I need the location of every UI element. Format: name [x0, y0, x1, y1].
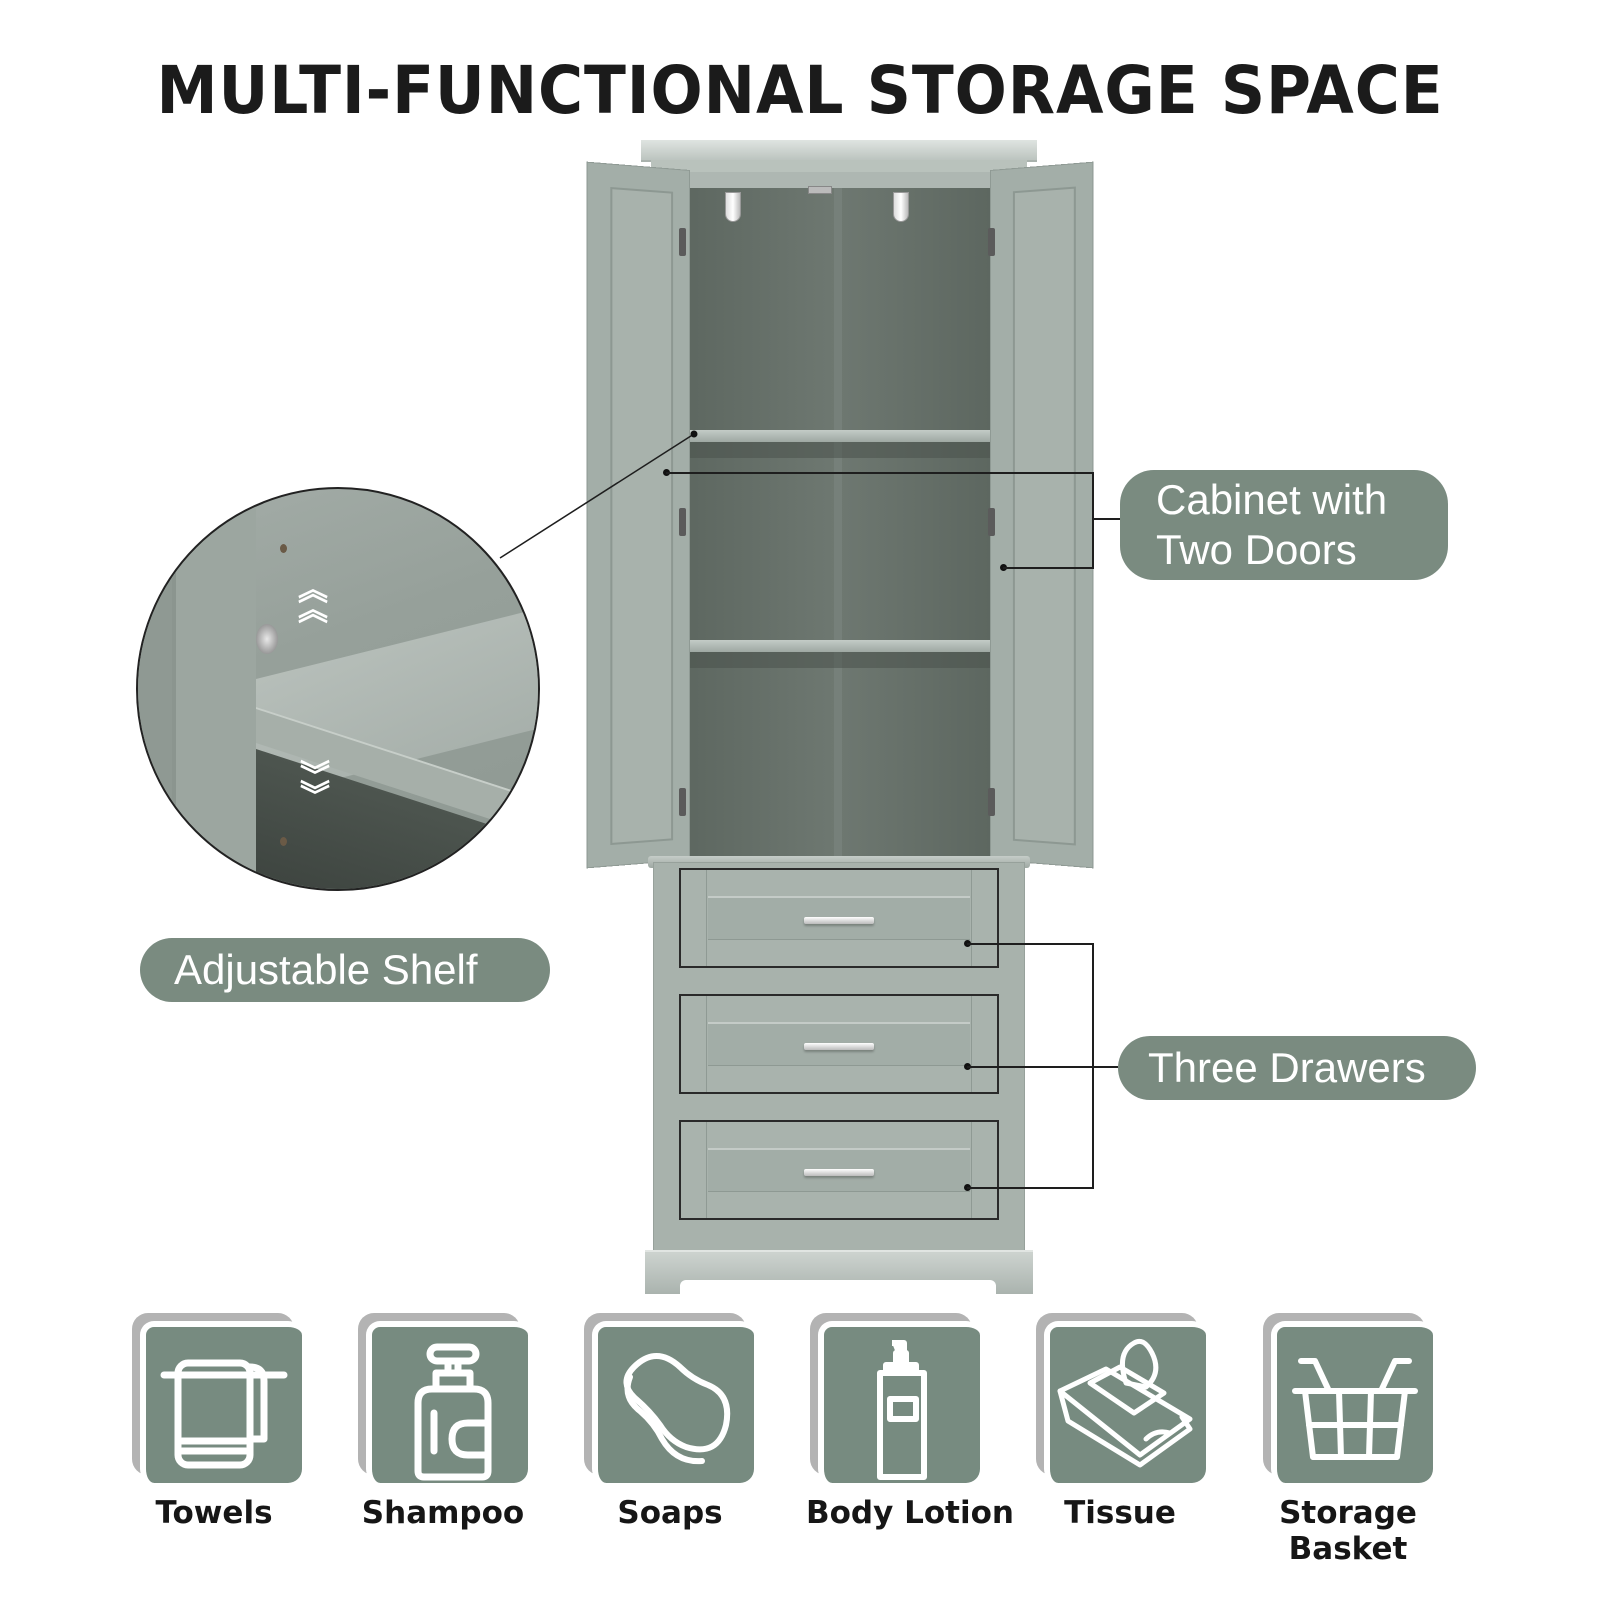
use-label-towels: Towels: [155, 1495, 273, 1531]
use-card-shampoo: [358, 1313, 528, 1483]
callout-line: [967, 1187, 1094, 1189]
tissue-pack-icon: [1057, 1338, 1193, 1468]
hinge-icon: [988, 788, 995, 816]
upper-shelf: [684, 430, 990, 442]
callout-drawers-label: Three Drawers: [1148, 1044, 1426, 1091]
drawer-3: [679, 1120, 999, 1220]
hanging-bracket-icon: [725, 192, 741, 222]
use-label-soaps: Soaps: [617, 1495, 723, 1531]
towel-icon: [160, 1359, 288, 1469]
door-latch: [808, 186, 832, 194]
basket-icon: [1292, 1358, 1418, 1460]
callout-line: [967, 943, 1094, 945]
callout-cabinet-two-doors: Cabinet with Two Doors: [1120, 470, 1448, 580]
adjustable-shelf-detail: ︽ ︽ ︾ ︾: [136, 487, 540, 891]
shelf-shadow: [684, 648, 990, 668]
shelf-pin-hole: [280, 544, 287, 553]
callout-line: [666, 472, 1094, 474]
chevron-up-icon: ︽: [298, 573, 328, 608]
shelf-pin-icon: [256, 624, 278, 654]
hinge-icon: [679, 788, 686, 816]
soap-icon: [623, 1353, 731, 1465]
callout-cabinet-line2: Two Doors: [1156, 526, 1357, 573]
use-card-soaps: [584, 1313, 754, 1483]
use-card-towels: [132, 1313, 302, 1483]
callout-shelf-label: Adjustable Shelf: [174, 946, 478, 993]
cabinet-back-seam: [834, 188, 842, 858]
use-label-body-lotion: Body Lotion: [806, 1495, 1014, 1531]
right-door: [990, 161, 1094, 869]
cabinet-crown: [641, 140, 1037, 162]
hinge-icon: [679, 508, 686, 536]
use-card-tissue: [1036, 1313, 1206, 1483]
drawer-2: [679, 994, 999, 1094]
lower-shelf: [684, 640, 990, 652]
callout-three-drawers: Three Drawers: [1118, 1036, 1476, 1100]
cabinet-top-rail: [653, 172, 1023, 192]
chevron-down-icon: ︾: [300, 779, 330, 814]
callout-line: [1092, 518, 1120, 520]
cabinet-crown-molding: [651, 160, 1027, 174]
callout-line: [1092, 943, 1094, 1189]
hinge-icon: [988, 508, 995, 536]
callout-line: [1092, 472, 1094, 569]
shelf-pin-hole: [280, 837, 287, 846]
callout-line: [967, 1066, 1118, 1068]
callout-adjustable-shelf: Adjustable Shelf: [140, 938, 550, 1002]
callout-cabinet-line1: Cabinet with: [1156, 476, 1388, 523]
use-label-storage-basket: Storage Basket: [1279, 1495, 1417, 1567]
lotion-bottle-icon: [877, 1340, 927, 1480]
chevron-down-icon: ︾: [300, 759, 330, 794]
hinge-icon: [679, 228, 686, 256]
page-title: MULTI-FUNCTIONAL STORAGE SPACE: [156, 52, 1444, 129]
shelf-callout-line: [499, 430, 698, 559]
drawer-handle-icon: [804, 1043, 874, 1050]
drawer-1: [679, 868, 999, 968]
use-card-storage-basket: [1263, 1313, 1433, 1483]
hinge-icon: [988, 228, 995, 256]
hanging-bracket-icon: [893, 192, 909, 222]
callout-line: [1003, 567, 1094, 569]
shelf-shadow: [684, 438, 990, 458]
use-label-shampoo: Shampoo: [361, 1495, 525, 1531]
shampoo-bottle-icon: [414, 1343, 492, 1481]
drawer-handle-icon: [804, 917, 874, 924]
drawer-handle-icon: [804, 1169, 874, 1176]
chevron-up-icon: ︽: [298, 593, 328, 628]
use-label-tissue: Tissue: [1064, 1495, 1176, 1531]
use-card-body-lotion: [810, 1313, 980, 1483]
cabinet-base-cutout: [680, 1280, 996, 1294]
